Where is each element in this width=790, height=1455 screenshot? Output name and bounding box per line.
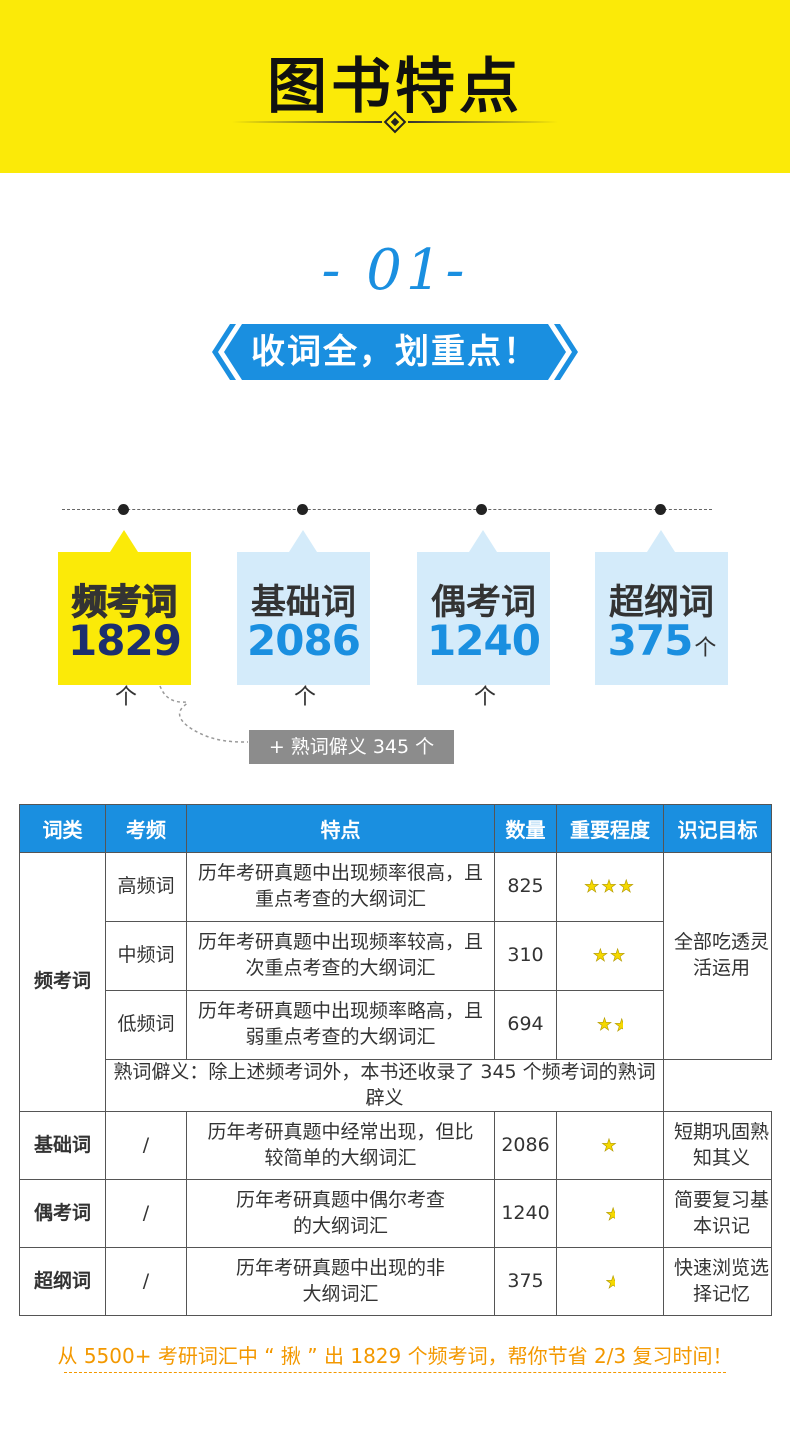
count-cell: 2086 <box>494 1111 557 1181</box>
freq-cell: 低频词 <box>105 990 187 1060</box>
freq-cell: / <box>105 1247 187 1317</box>
extra-words-tag: + 熟词僻义 345 个 <box>249 730 454 764</box>
feature-cell: 历年考研真题中偶尔考查的大纲词汇 <box>186 1179 495 1249</box>
count-cell: 1240 <box>494 1179 557 1249</box>
card-name: 偶考词 <box>430 583 536 623</box>
table-row: 基础词 / 历年考研真题中经常出现，但比较简单的大纲词汇 2086 ★ 短期巩固… <box>19 1111 772 1181</box>
card-count: 1829 个 <box>58 616 191 714</box>
stars-cell: ★ <box>556 1179 664 1249</box>
footer-slogan: 从 5500+ 考研词汇中 “ 揪 ” 出 1829 个频考词，帮你节省 2/3… <box>57 1344 733 1368</box>
stars-cell: ★★★ <box>556 852 664 922</box>
category-cell: 基础词 <box>19 1111 106 1181</box>
freq-cell: / <box>105 1111 187 1181</box>
table-row: 低频词 历年考研真题中出现频率略高，且弱重点考查的大纲词汇 694 ★★ <box>20 990 772 1060</box>
timeline-line <box>62 509 712 510</box>
stars-cell: ★ <box>556 1111 664 1181</box>
star-icon: ★ <box>601 1135 619 1157</box>
section-banner: 收词全，划重点！ <box>210 322 580 382</box>
title-underline-left <box>232 121 382 123</box>
category-cell: 超纲词 <box>19 1247 106 1317</box>
timeline-dot <box>476 504 487 515</box>
timeline-dot <box>118 504 129 515</box>
goal-cell: 短期巩固熟知其义 <box>663 1111 772 1181</box>
dotted-arrow-icon <box>159 685 249 743</box>
card-pointer <box>289 530 317 552</box>
card-jichu: 基础词 2086 个 <box>237 530 370 710</box>
card-unit: 个 <box>114 685 137 710</box>
freq-cell: 高频词 <box>105 852 187 922</box>
card-name: 基础词 <box>250 583 356 623</box>
table-row: 频考词 高频词 历年考研真题中出现频率很高，且重点考查的大纲词汇 825 ★★★… <box>19 851 772 1113</box>
title-underline-right <box>408 121 558 123</box>
card-count-value: 1829 <box>68 616 182 665</box>
card-pointer <box>647 530 675 552</box>
star-icon: ★ <box>606 1272 615 1293</box>
feature-cell: 历年考研真题中经常出现，但比较简单的大纲词汇 <box>186 1111 495 1181</box>
footer-underline <box>64 1372 726 1373</box>
col-header: 数量 <box>494 804 557 853</box>
col-header: 识记目标 <box>663 804 772 853</box>
card-count: 2086 个 <box>237 616 370 714</box>
section-number: - 01- <box>321 238 469 303</box>
col-header: 重要程度 <box>556 804 664 853</box>
card-name: 频考词 <box>71 582 178 624</box>
timeline-dot <box>655 504 666 515</box>
count-cell: 694 <box>494 990 557 1060</box>
table-header-row: 词类 考频 特点 数量 重要程度 识记目标 <box>19 804 772 853</box>
stars-cell: ★ <box>556 1247 664 1317</box>
table-row: 超纲词 / 历年考研真题中出现的非大纲词汇 375 ★ 快速浏览选择记忆 <box>19 1247 772 1317</box>
star-icon: ★★ <box>596 1015 624 1036</box>
vocab-table: 词类 考频 特点 数量 重要程度 识记目标 频考词 高频词 历年考研真题中出现频… <box>19 804 772 1317</box>
table-row: 偶考词 / 历年考研真题中偶尔考查的大纲词汇 1240 ★ 简要复习基本识记 <box>19 1179 772 1249</box>
header-banner: 图书特点 <box>0 0 790 173</box>
star-icon: ★★ <box>592 946 628 967</box>
card-oukao: 偶考词 1240 个 <box>417 530 550 710</box>
feature-cell: 历年考研真题中出现的非大纲词汇 <box>186 1247 495 1317</box>
card-pinkao: 频考词 1829 个 <box>58 530 191 710</box>
card-pointer <box>469 530 497 552</box>
card-count: 375个 <box>595 616 728 665</box>
feature-cell: 历年考研真题中出现频率略高，且弱重点考查的大纲词汇 <box>186 990 495 1060</box>
table-row: 中频词 历年考研真题中出现频率较高，且次重点考查的大纲词汇 310 ★★ <box>20 921 772 991</box>
card-count-value: 2086 <box>247 616 361 665</box>
goal-cell: 简要复习基本识记 <box>663 1179 772 1249</box>
col-header: 考频 <box>105 804 187 853</box>
card-unit: 个 <box>473 685 496 710</box>
table-row: 熟词僻义：除上述频考词外，本书还收录了 345 个频考词的熟词辟义 <box>20 1058 772 1113</box>
col-header: 词类 <box>19 804 106 853</box>
category-cell: 偶考词 <box>19 1179 106 1249</box>
goal-cell: 快速浏览选择记忆 <box>663 1247 772 1317</box>
feature-cell: 历年考研真题中出现频率很高，且重点考查的大纲词汇 <box>186 852 495 922</box>
stars-cell: ★★ <box>556 990 664 1060</box>
card-name: 超纲词 <box>608 583 714 623</box>
banner-title: 收词全，划重点！ <box>251 332 539 372</box>
star-icon: ★★★ <box>584 877 636 898</box>
star-icon: ★ <box>606 1204 615 1225</box>
freq-cell: 中频词 <box>105 921 187 991</box>
feature-cell: 历年考研真题中出现频率较高，且次重点考查的大纲词汇 <box>186 921 495 991</box>
card-chaogang: 超纲词 375个 <box>595 530 728 685</box>
freq-cell: / <box>105 1179 187 1249</box>
col-header: 特点 <box>186 804 495 853</box>
card-unit: 个 <box>694 636 716 661</box>
card-pointer <box>110 530 138 552</box>
card-count-value: 1240 <box>427 616 541 665</box>
note-cell: 熟词僻义：除上述频考词外，本书还收录了 345 个频考词的熟词辟义 <box>105 1058 664 1113</box>
page-title: 图书特点 <box>267 52 523 122</box>
card-count: 1240 个 <box>417 616 550 714</box>
count-cell: 825 <box>494 852 557 922</box>
stars-cell: ★★ <box>556 921 664 991</box>
timeline-dot <box>297 504 308 515</box>
card-count-value: 375 <box>607 616 694 665</box>
goal-cell: 全部吃透灵活运用 <box>663 852 772 1060</box>
category-cell: 频考词 <box>19 851 106 1113</box>
count-cell: 310 <box>494 921 557 991</box>
count-cell: 375 <box>494 1247 557 1317</box>
banner-chevrons <box>212 324 578 380</box>
card-unit: 个 <box>293 685 316 710</box>
